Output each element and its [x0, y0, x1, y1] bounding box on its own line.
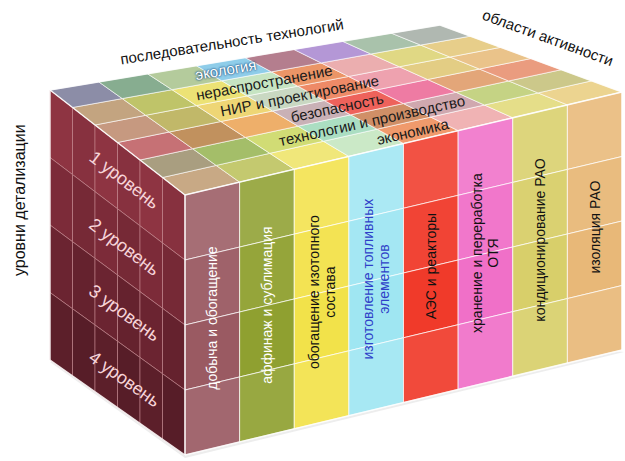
- level-label: 4 уровень: [85, 347, 164, 412]
- cube-edge: [49, 90, 51, 360]
- cube-edge: [185, 350, 622, 455]
- axis-label: уровни детализации: [11, 124, 29, 276]
- level-cell: [50, 293, 73, 376]
- level-cell: [163, 374, 186, 455]
- technology-label: обогащение изотопного состава: [305, 203, 337, 383]
- level-label: 2 уровень: [85, 214, 163, 280]
- technology-label: кондиционирование РАО: [532, 151, 548, 331]
- front-face: [185, 92, 622, 455]
- technology-label: изготовление топливных элементов: [360, 190, 392, 370]
- level-label: 1 уровень: [85, 147, 163, 214]
- technology-label: добыча и обогащение: [204, 229, 220, 409]
- cube-edges: [50, 25, 622, 455]
- axis-label: области активности: [480, 6, 616, 69]
- technology-label: АЭС и реакторы: [423, 177, 439, 357]
- technology-label: изоляция РАО: [587, 138, 603, 318]
- cube-edge: [621, 92, 623, 350]
- level-cell: [73, 309, 96, 392]
- level-label: 3 уровень: [85, 280, 164, 345]
- technology-label: аффинаж и сублимация: [259, 216, 275, 396]
- technology-label: хранение и переработка ОТЯ: [469, 164, 501, 344]
- cube-edge: [184, 195, 186, 455]
- activity-cell: [391, 25, 470, 45]
